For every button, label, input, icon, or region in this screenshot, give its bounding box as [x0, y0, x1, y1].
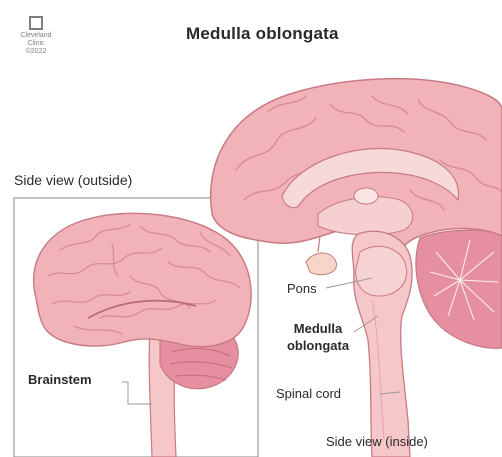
pons-bulge — [356, 246, 407, 296]
cleveland-clinic-logo: Cleveland Clinic ©2022 — [14, 16, 58, 56]
medulla-label-line-2: oblongata — [287, 338, 349, 353]
brainstem-callout — [122, 382, 152, 404]
outside-brain — [34, 213, 252, 457]
logo-line-1: Cleveland — [14, 32, 58, 40]
logo-line-2: Clinic — [14, 40, 58, 48]
medulla-oblongata-label: Medulla oblongata — [276, 320, 360, 354]
inside-cerebellum — [416, 230, 502, 348]
spinal-cord-label: Spinal cord — [276, 386, 341, 401]
side-view-inside-label: Side view (inside) — [326, 434, 428, 449]
brainstem-label: Brainstem — [28, 372, 92, 387]
pituitary — [306, 253, 337, 275]
logo-copyright: ©2022 — [14, 48, 58, 56]
side-view-outside-label: Side view (outside) — [14, 172, 132, 188]
medulla-label-line-1: Medulla — [294, 321, 342, 336]
cleveland-clinic-logo-icon — [29, 16, 43, 30]
pons-label: Pons — [287, 281, 317, 296]
inside-brain — [211, 79, 502, 457]
diagram-title: Medulla oblongata — [186, 24, 339, 44]
